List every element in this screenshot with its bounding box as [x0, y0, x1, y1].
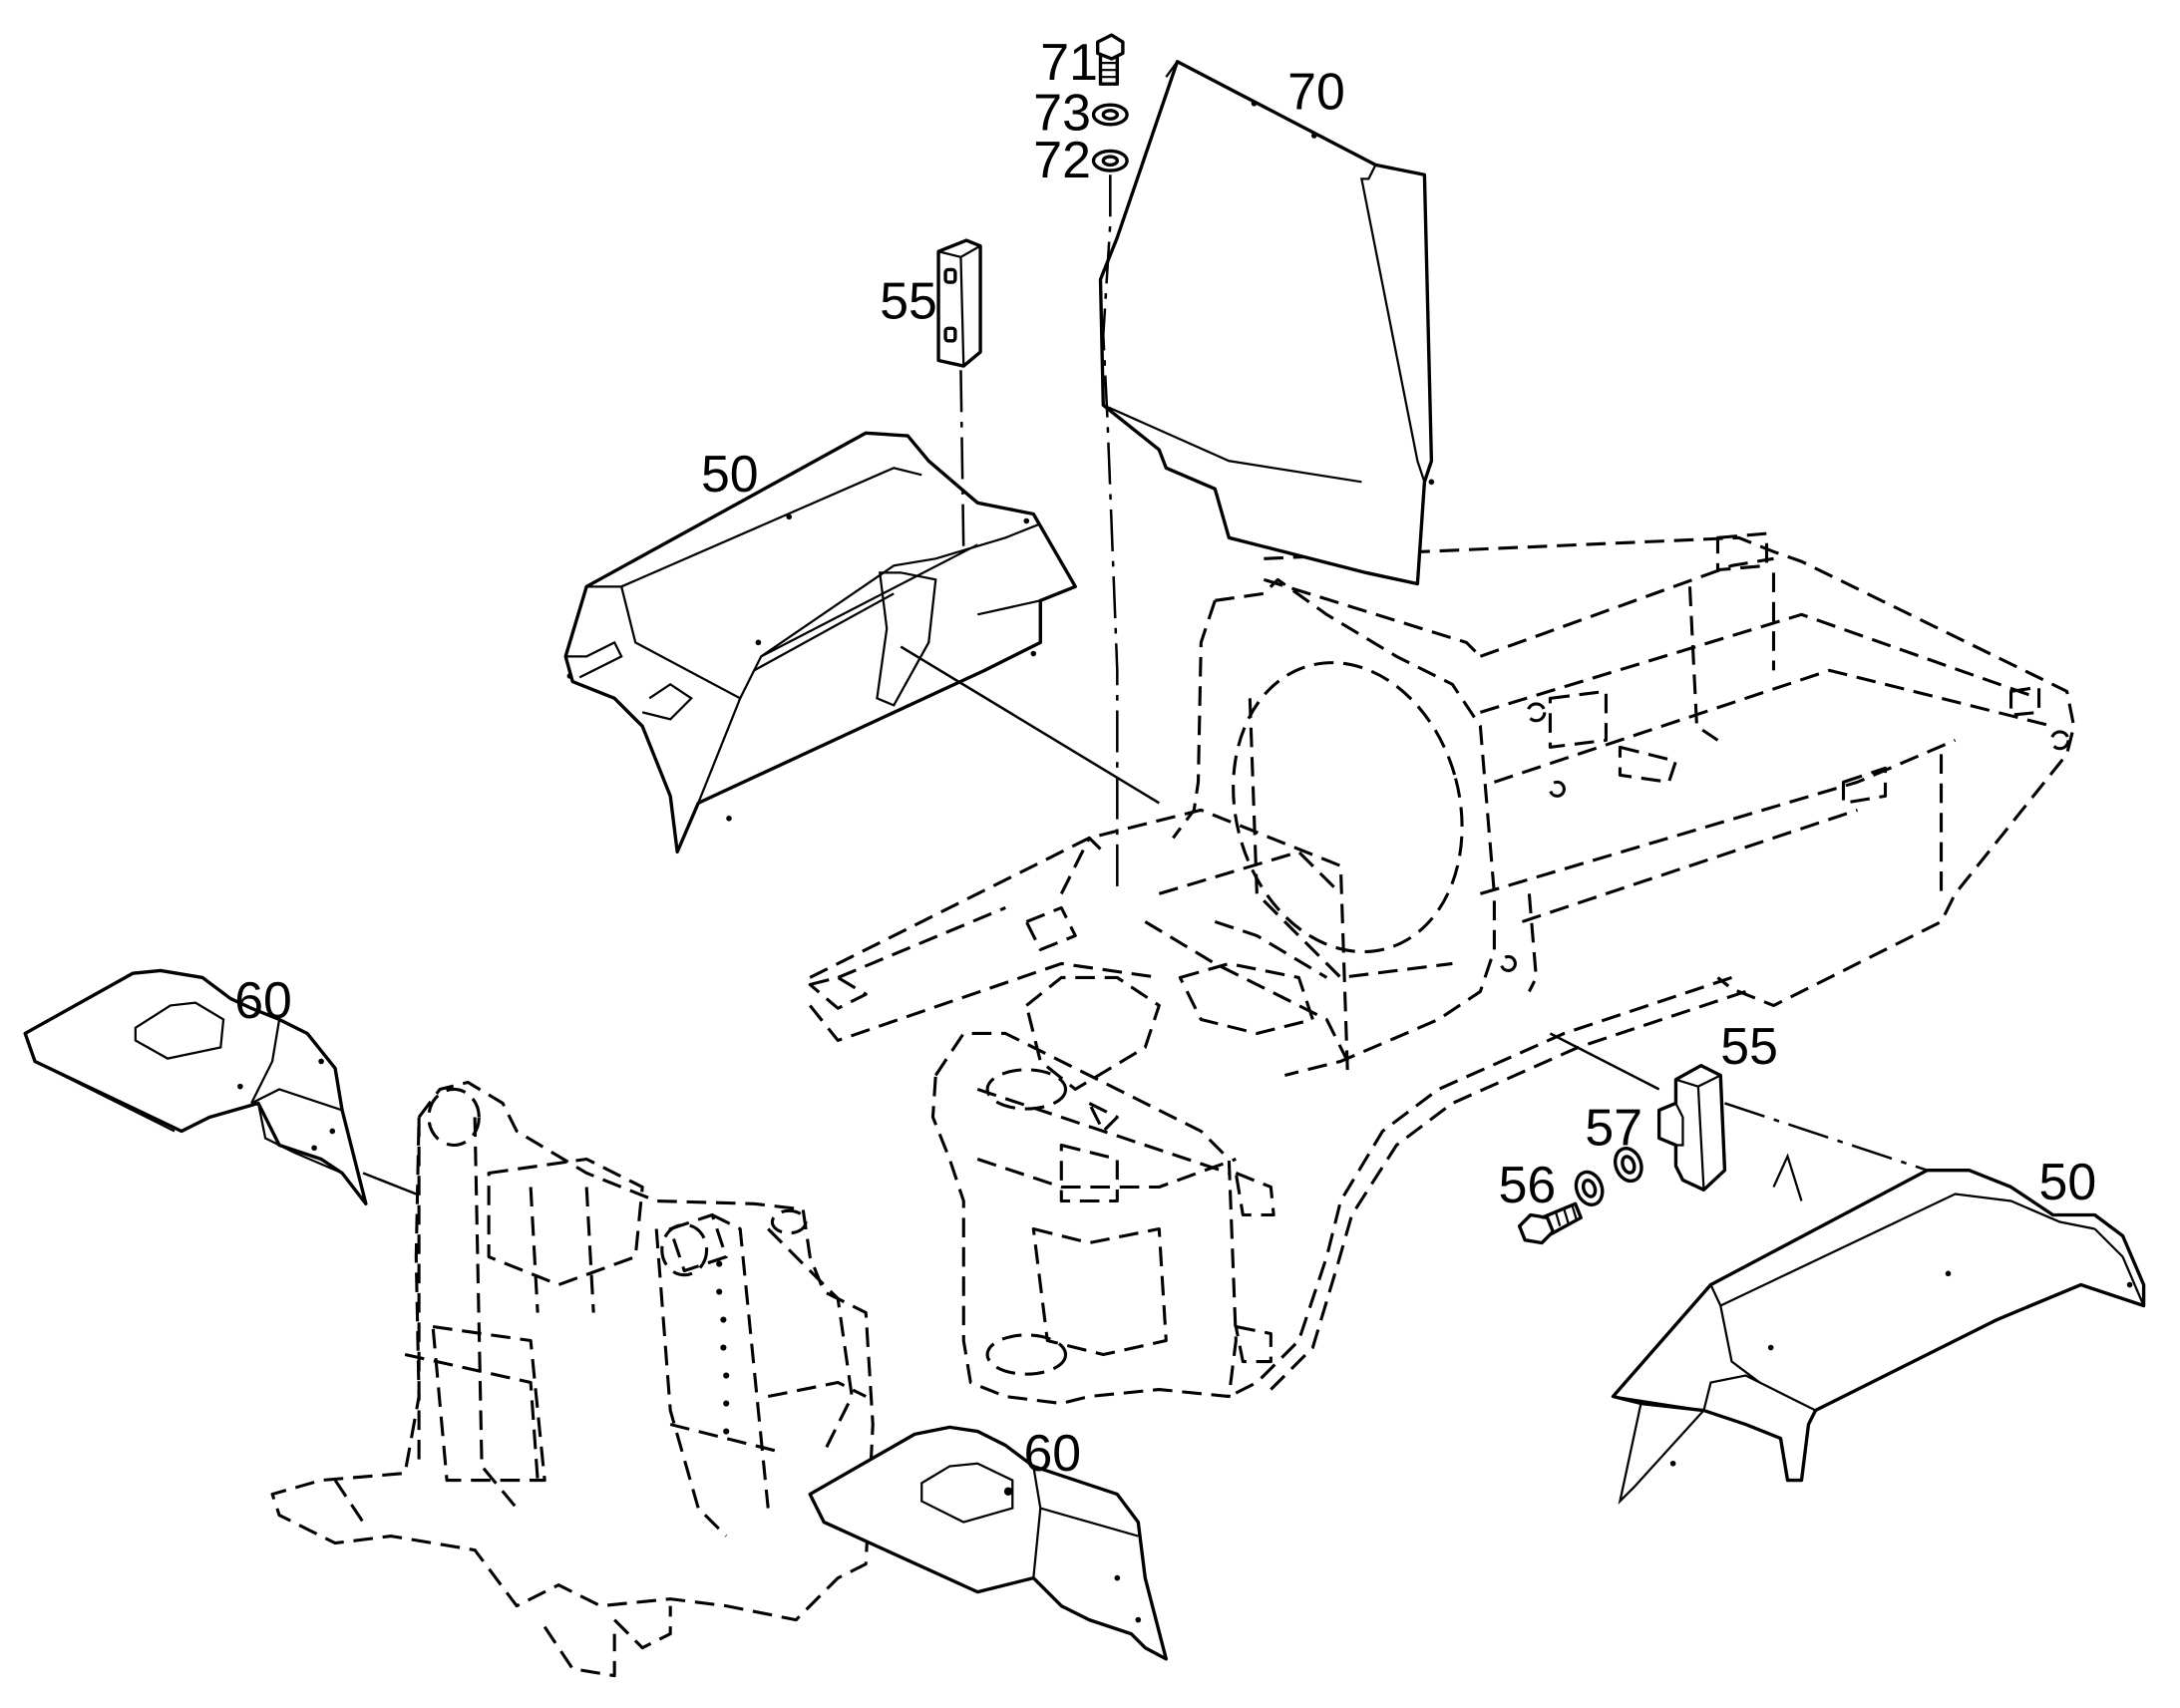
part-55-top-pad[interactable]: [936, 238, 982, 368]
callout-50-right: 50: [2039, 1153, 2097, 1210]
part-55-right-pad[interactable]: [1656, 1063, 1727, 1192]
part-50-right-fender[interactable]: [1611, 1153, 2146, 1506]
callout-72: 72: [1033, 131, 1091, 188]
washer-72[interactable]: [1091, 149, 1129, 172]
callout-57: 57: [1585, 1098, 1642, 1156]
callout-55-right: 55: [1720, 1017, 1778, 1075]
callouts: 71 73 72 70 55 50 60 55 57 56 50 60: [234, 33, 2096, 1482]
callout-50-top: 50: [701, 445, 759, 503]
part-60-bottom-fender[interactable]: [808, 1425, 1169, 1661]
part-70-side-panel[interactable]: [1098, 60, 1435, 586]
callout-73: 73: [1033, 83, 1091, 141]
front-axle-support-dashed: [270, 1080, 875, 1678]
callout-60-left: 60: [234, 971, 292, 1029]
washer-73[interactable]: [1091, 103, 1129, 127]
part-50-left-fender[interactable]: [563, 431, 1077, 854]
callout-55-top: 55: [880, 271, 937, 329]
callout-56: 56: [1499, 1156, 1557, 1213]
washer-57[interactable]: [1572, 1145, 1645, 1208]
callout-60-bottom: 60: [1023, 1424, 1081, 1482]
callout-71: 71: [1040, 33, 1098, 91]
leader-lines: [362, 174, 1928, 1196]
bolt-56[interactable]: [1517, 1201, 1583, 1245]
main-frame-dashed: [808, 531, 2076, 1406]
callout-70: 70: [1287, 62, 1345, 120]
bolt-71[interactable]: [1096, 33, 1125, 86]
part-60-left-fender[interactable]: [23, 968, 368, 1205]
